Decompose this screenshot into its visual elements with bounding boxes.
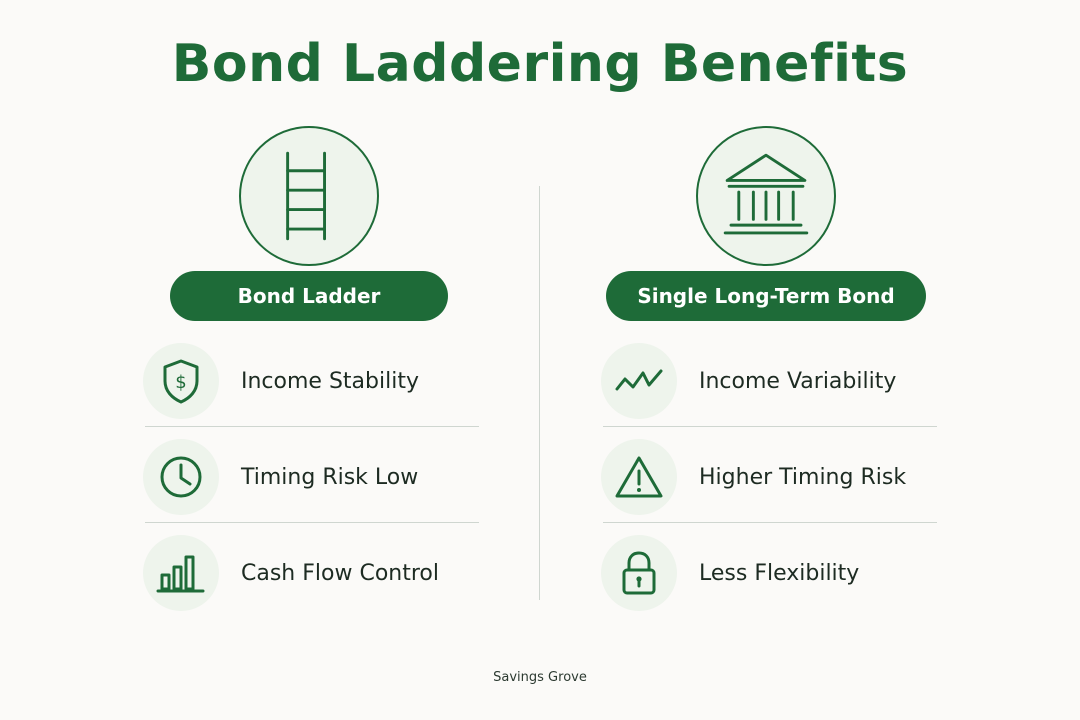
- svg-text:$: $: [175, 372, 186, 393]
- item-label: Timing Risk Low: [241, 464, 419, 490]
- row-separator: [603, 522, 937, 523]
- bond-ladder-column: Bond Ladder $ Income Stability Timing Ri…: [140, 0, 540, 720]
- item-label: Cash Flow Control: [241, 560, 439, 586]
- item-label: Higher Timing Risk: [699, 464, 907, 490]
- item-label: Less Flexibility: [699, 560, 860, 586]
- row-separator: [145, 522, 479, 523]
- item-label: Income Stability: [241, 368, 419, 394]
- ladder-icon: [239, 126, 379, 266]
- clock-icon: [143, 439, 219, 515]
- shield-dollar-icon: $: [143, 343, 219, 419]
- padlock-icon: [601, 535, 677, 611]
- row-separator: [603, 426, 937, 427]
- list-item: Less Flexibility: [601, 535, 935, 611]
- bond-ladder-heading: Bond Ladder: [170, 271, 448, 321]
- row-separator: [145, 426, 479, 427]
- list-item: Timing Risk Low: [143, 439, 477, 515]
- bank-building-icon: [696, 126, 836, 266]
- column-divider: [539, 186, 540, 600]
- single-bond-column: Single Long-Term Bond Income Variability…: [598, 0, 998, 720]
- bar-chart-icon: [143, 535, 219, 611]
- single-bond-heading: Single Long-Term Bond: [606, 271, 926, 321]
- item-label: Income Variability: [699, 368, 897, 394]
- zigzag-line-icon: [601, 343, 677, 419]
- list-item: Cash Flow Control: [143, 535, 477, 611]
- list-item: Higher Timing Risk: [601, 439, 935, 515]
- brand-footer: Savings Grove: [493, 670, 587, 685]
- warning-triangle-icon: [601, 439, 677, 515]
- list-item: $ Income Stability: [143, 343, 477, 419]
- page-title: Bond Laddering Benefits: [171, 34, 909, 94]
- list-item: Income Variability: [601, 343, 935, 419]
